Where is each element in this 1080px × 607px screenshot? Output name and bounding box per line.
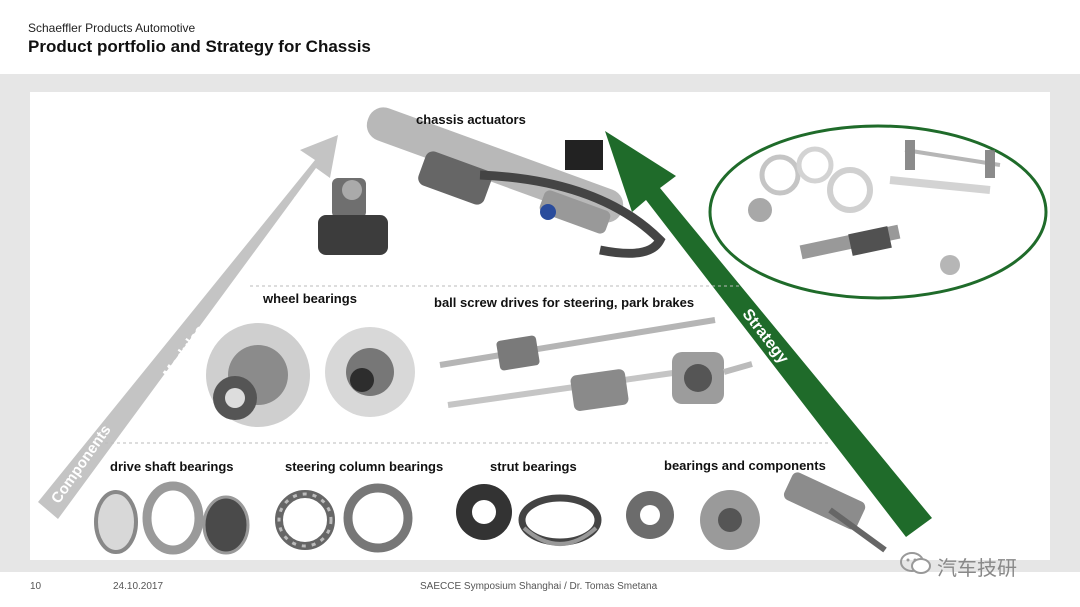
- strategy-arrow: [605, 131, 932, 537]
- label-ball-screw-drives: ball screw drives for steering, park bra…: [434, 295, 695, 310]
- wheel-bearing-image-1: [206, 323, 310, 427]
- ball-screw-image-2: [447, 369, 681, 411]
- actuator-module-image: [318, 178, 388, 255]
- drive-shaft-bearing-image-2: [142, 481, 204, 555]
- chassis-system-image: [748, 140, 1001, 275]
- label-drive-shaft-bearings: drive shaft bearings: [110, 459, 234, 474]
- label-strut-bearings: strut bearings: [490, 459, 577, 474]
- strut-bearing-image-1: [456, 484, 512, 540]
- wheel-bearing-image-2: [325, 327, 415, 417]
- drive-shaft-bearing-image-3: [202, 495, 250, 555]
- drive-shaft-bearing-image-1: [94, 490, 138, 554]
- footer-event: SAECCE Symposium Shanghai / Dr. Tomas Sm…: [420, 581, 658, 592]
- watermark-text: 汽车技研: [937, 558, 1017, 580]
- gray-axis-arrow: [38, 135, 338, 519]
- label-steering-column-bearings: steering column bearings: [285, 459, 444, 474]
- slide-header: Schaeffler Products Automotive Product p…: [0, 0, 1080, 74]
- camshaft-component-image: [783, 472, 887, 553]
- wechat-icon: [900, 552, 931, 574]
- strategy-ellipse: [708, 124, 1048, 300]
- chassis-actuator-image: [366, 107, 666, 258]
- organization-name: Schaeffler Products Automotive: [28, 21, 196, 35]
- label-bearings-and-components: bearings and components: [664, 458, 826, 473]
- page-number: 10: [30, 581, 42, 592]
- ball-screw-image-3: [672, 352, 753, 404]
- steering-column-bearing-image-2: [343, 483, 413, 553]
- label-chassis-actuators: chassis actuators: [416, 112, 526, 127]
- steering-column-bearing-image-1: [275, 490, 335, 550]
- slide-title: Product portfolio and Strategy for Chass…: [28, 37, 371, 56]
- ball-screw-image-1: [439, 317, 716, 371]
- strut-bearing-image-2: [518, 494, 602, 546]
- label-wheel-bearings: wheel bearings: [263, 291, 357, 306]
- needle-bearing-image: [626, 491, 674, 539]
- pump-component-image: [700, 490, 760, 550]
- footer-date: 24.10.2017: [113, 581, 164, 592]
- watermark: 汽车技研: [895, 548, 1055, 580]
